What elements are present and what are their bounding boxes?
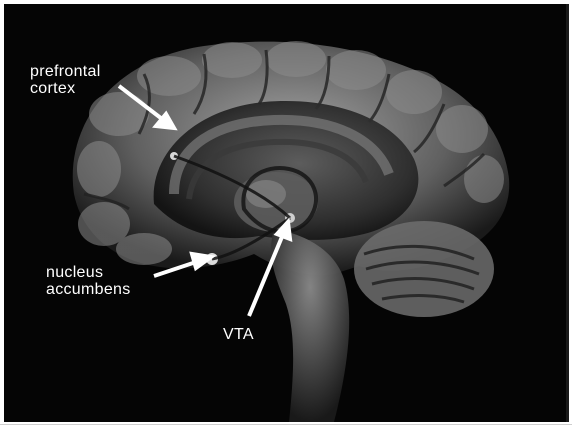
label-nucleus-accumbens: nucleus accumbens (46, 264, 131, 298)
label-vta: VTA (223, 326, 254, 343)
label-nucleus-line1: nucleus (46, 264, 131, 281)
frame-bottom-edge (0, 424, 572, 425)
label-prefrontal-line1: prefrontal (30, 63, 101, 80)
label-prefrontal-cortex: prefrontal cortex (30, 63, 101, 97)
frame-right-edge (566, 4, 569, 422)
label-nucleus-line2: accumbens (46, 281, 131, 298)
cerebellum (354, 221, 494, 317)
label-prefrontal-line2: cortex (30, 80, 101, 97)
brain-sagittal-photo: prefrontal cortex nucleus accumbens VTA (4, 4, 566, 422)
